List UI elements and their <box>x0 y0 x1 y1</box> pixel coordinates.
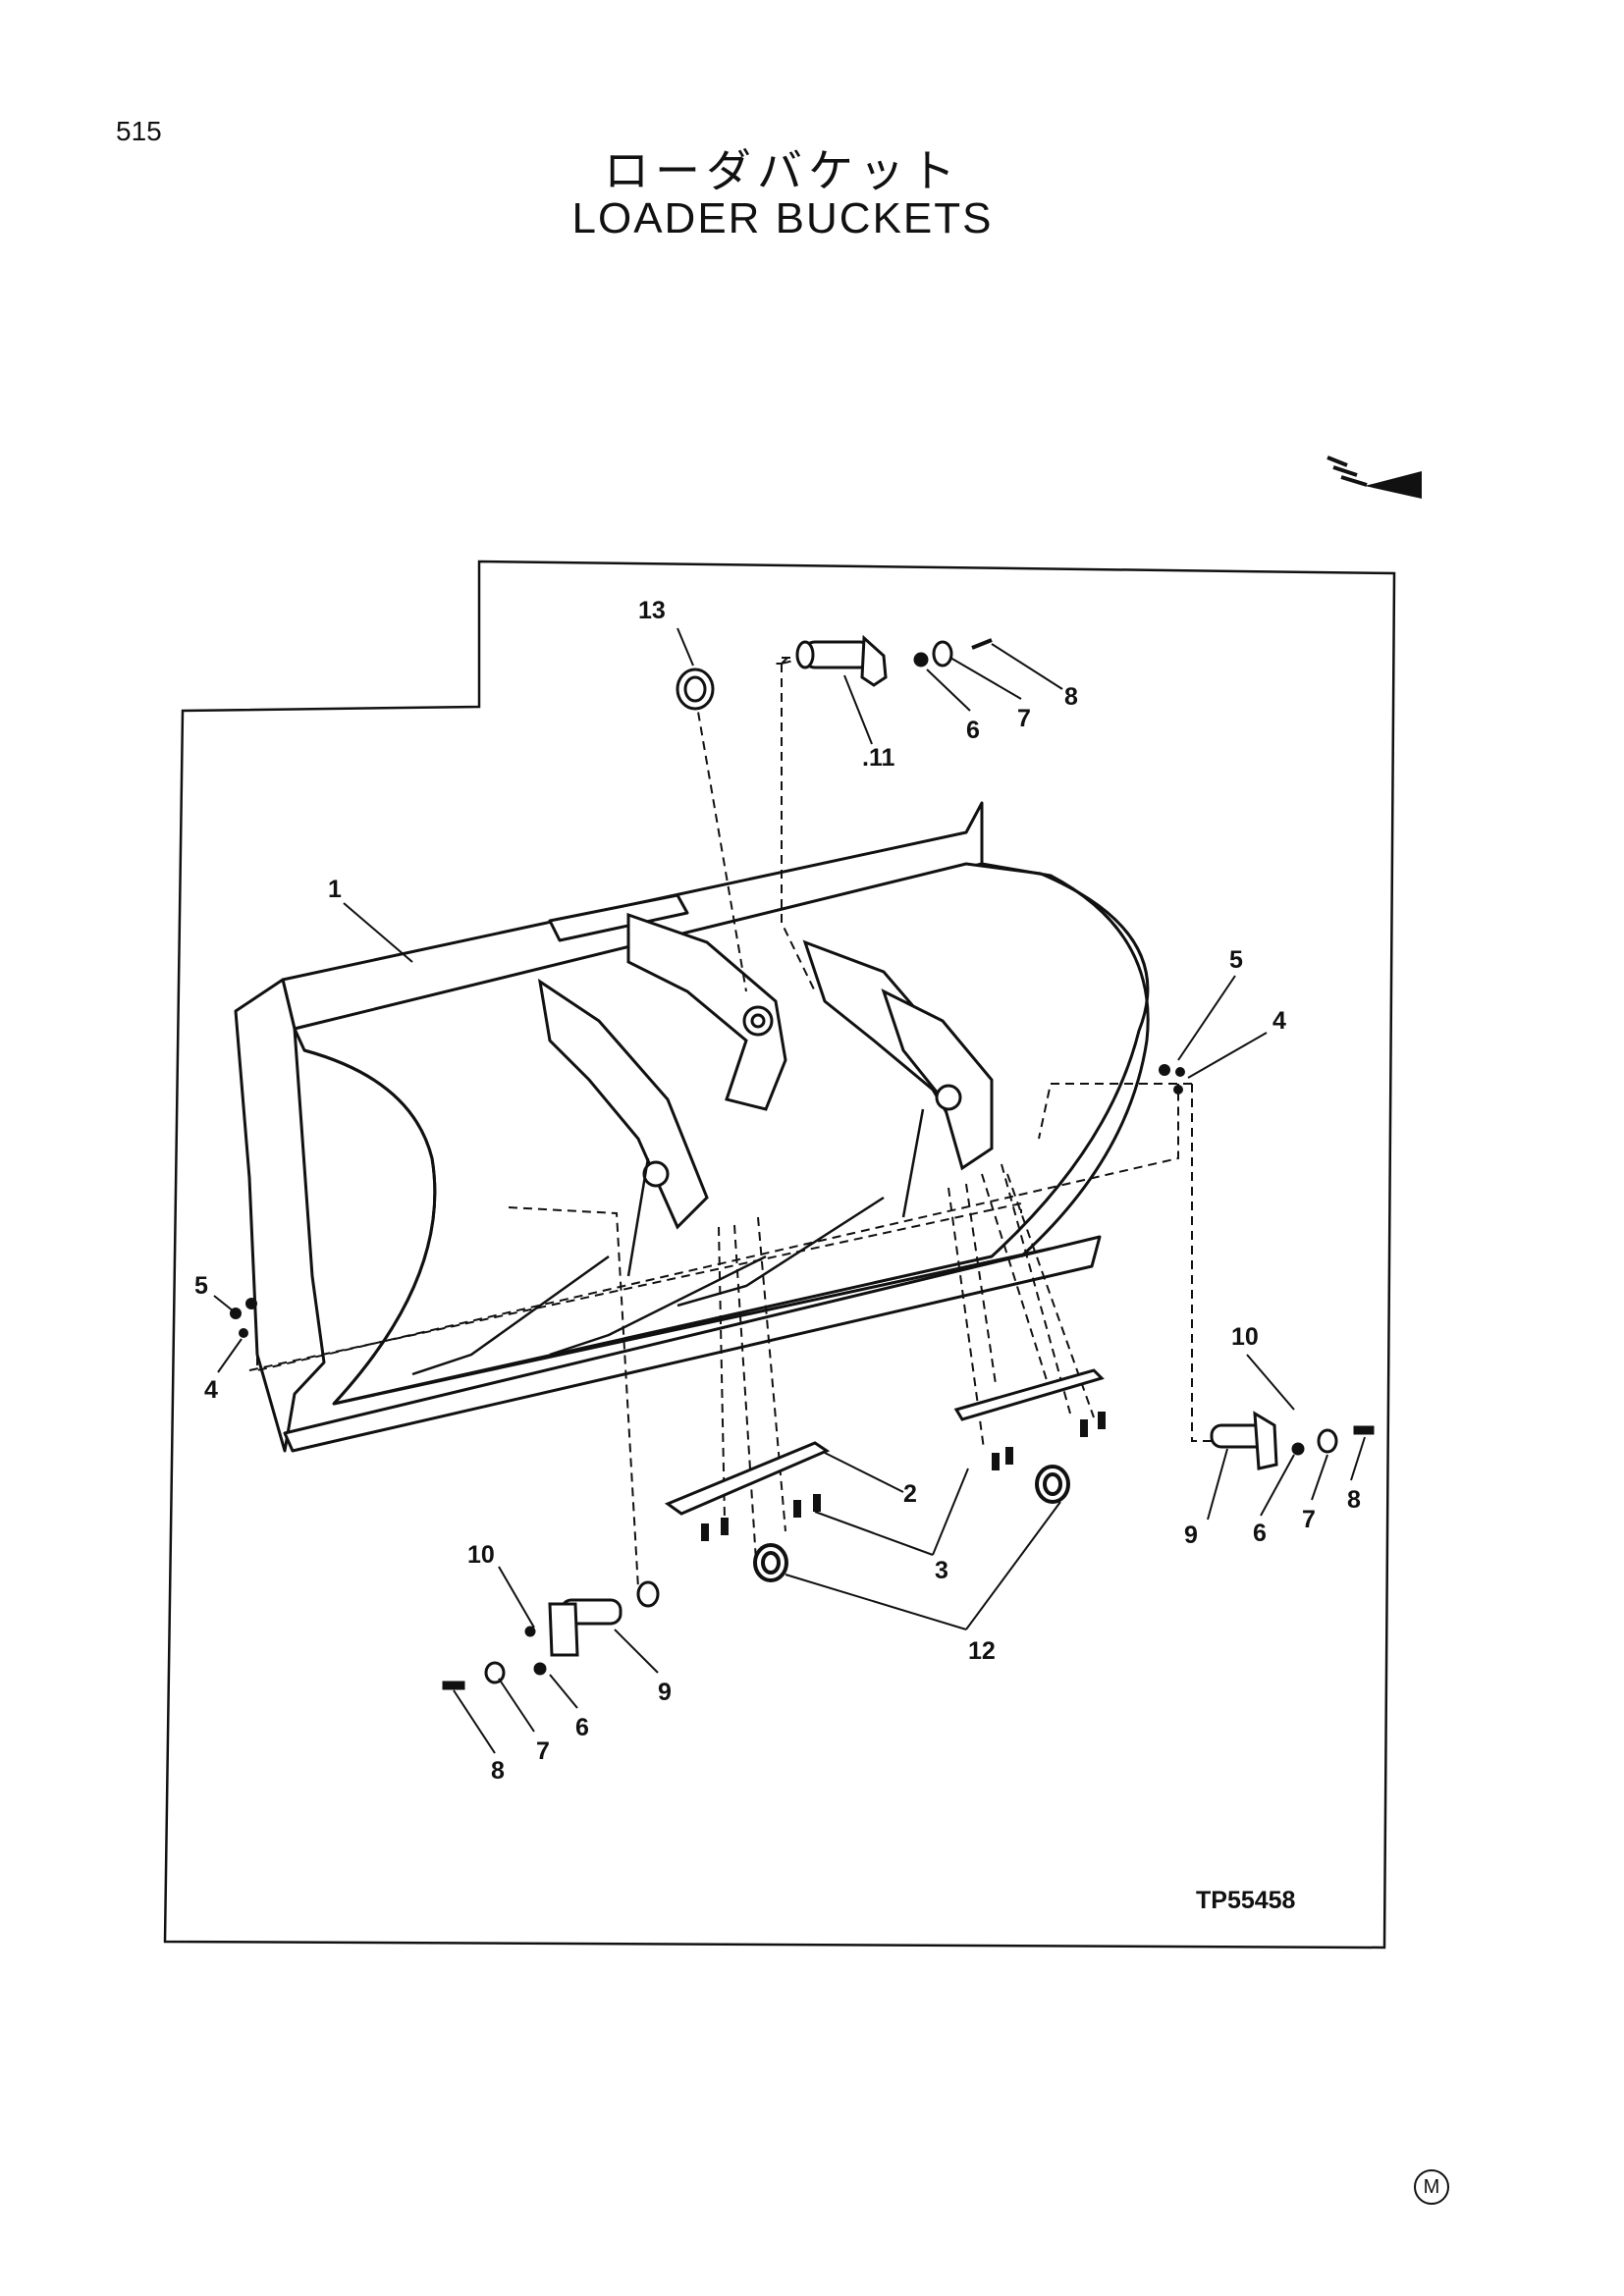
callout-2: 2 <box>903 1480 917 1508</box>
callout-7: 7 <box>1302 1506 1316 1533</box>
callout-9: 9 <box>658 1679 672 1706</box>
bolts <box>701 1412 1106 1541</box>
registered-mark-icon: M <box>1414 2169 1449 2205</box>
leader-lines <box>213 627 1366 1754</box>
title-japanese: ローダバケット <box>604 144 961 197</box>
callout-8: 8 <box>1064 683 1078 711</box>
callout-3: 3 <box>935 1557 948 1584</box>
bucket-ribs <box>411 1108 925 1376</box>
callout-9: 9 <box>1184 1522 1198 1549</box>
callout-5: 5 <box>1229 946 1243 974</box>
callout-8: 8 <box>491 1757 505 1785</box>
callout-13: 13 <box>638 597 666 624</box>
callout-labels: 13 .11 8 7 6 1 5 4 5 4 10 9 6 7 8 2 3 12… <box>194 597 1361 1914</box>
callout-6: 6 <box>1253 1520 1267 1547</box>
callout-6: 6 <box>575 1714 589 1741</box>
mounting-brackets <box>537 912 994 1230</box>
assembly-lines <box>248 657 1218 1589</box>
callout-12: 12 <box>968 1637 996 1665</box>
pin-assembly-top <box>795 634 993 687</box>
callout-10: 10 <box>1231 1323 1259 1351</box>
page-number: 515 <box>116 116 162 146</box>
callout-8: 8 <box>1347 1486 1361 1514</box>
figure-id: TP55458 <box>1196 1887 1296 1914</box>
wear-plates <box>664 1368 1105 1516</box>
callout-5: 5 <box>194 1272 208 1300</box>
callout-4: 4 <box>204 1376 218 1404</box>
callout-6: 6 <box>966 717 980 744</box>
title-english: LOADER BUCKETS <box>571 194 994 242</box>
pin-assembly-lower-left <box>442 1580 660 1690</box>
loader-bucket-body <box>234 801 1150 1453</box>
callout-1: 1 <box>328 876 342 903</box>
callout-4: 4 <box>1272 1007 1286 1035</box>
diagram-frame <box>163 560 1396 1949</box>
callout-10: 10 <box>467 1541 495 1569</box>
callout-7: 7 <box>536 1737 550 1765</box>
direction-arrow-icon <box>1326 455 1422 499</box>
side-hardware <box>230 1064 1185 1338</box>
callout-7: 7 <box>1017 705 1031 732</box>
pin-assembly-lower-right <box>1210 1411 1375 1470</box>
bushing-13 <box>676 667 715 711</box>
bushings-12 <box>753 1465 1070 1582</box>
callout-11: .11 <box>862 744 894 772</box>
